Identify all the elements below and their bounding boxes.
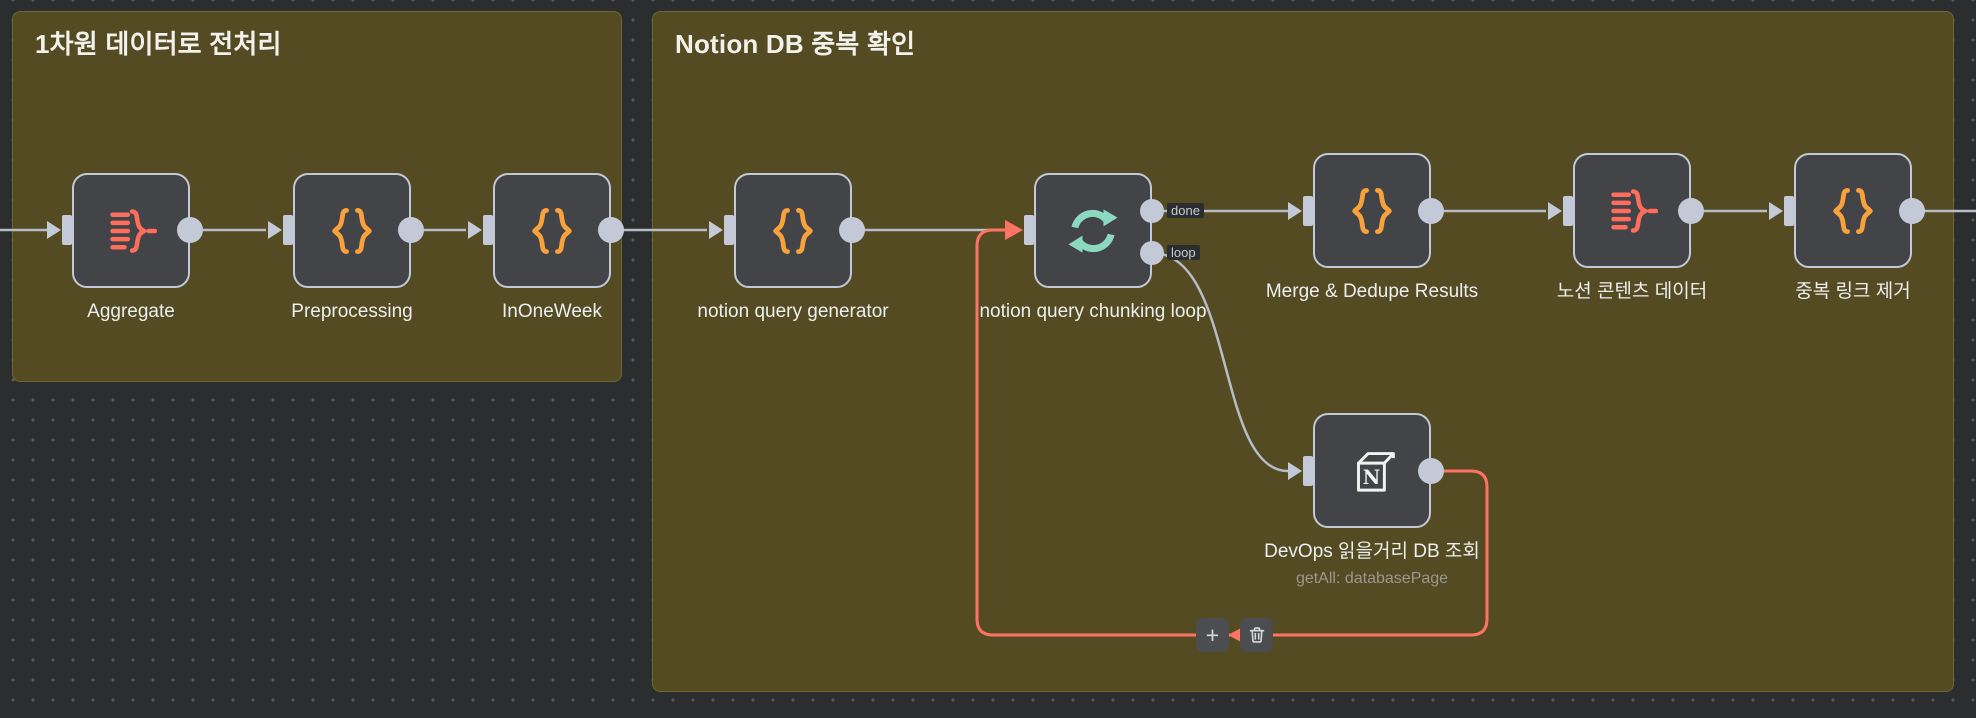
- node-merge-dedupe[interactable]: [1313, 153, 1431, 268]
- loop-icon: [1068, 208, 1118, 253]
- code-icon: [773, 207, 813, 254]
- plus-icon: +: [1205, 621, 1220, 648]
- input-port-inoneweek[interactable]: [483, 215, 493, 245]
- node-inoneweek[interactable]: [493, 173, 611, 288]
- input-port-notion-content-data[interactable]: [1563, 196, 1573, 226]
- output-port-preprocessing[interactable]: [398, 217, 424, 243]
- notion-icon: N: [1357, 451, 1395, 492]
- input-port-merge-dedupe[interactable]: [1303, 196, 1313, 226]
- input-arrow-icon: [1288, 462, 1302, 480]
- node-label-aggregate: Aggregate: [87, 301, 175, 322]
- node-preprocessing[interactable]: [293, 173, 411, 288]
- trash-icon: [1249, 627, 1264, 643]
- output-label-done: done: [1167, 203, 1204, 218]
- node-label-notion-db-query: DevOps 읽을거리 DB 조회 getAll: databasePage: [1264, 539, 1480, 589]
- input-arrow-icon: [1548, 202, 1562, 220]
- aggregate-icon: [110, 208, 157, 253]
- node-dedupe-link[interactable]: [1794, 153, 1912, 268]
- delete-connection-button[interactable]: [1240, 618, 1273, 652]
- input-port-query-generator[interactable]: [724, 215, 734, 245]
- input-arrow-icon: [268, 221, 282, 239]
- node-label-merge-dedupe: Merge & Dedupe Results: [1265, 281, 1479, 302]
- input-arrow-icon: [468, 221, 482, 239]
- node-label-inoneweek: InOneWeek: [502, 301, 602, 322]
- connection-loop-notion[interactable]: [1151, 251, 1289, 473]
- input-port-preprocessing[interactable]: [283, 215, 293, 245]
- loopback-direction-arrow-icon: [1228, 627, 1242, 643]
- node-operation-subtitle: getAll: databasePage: [1295, 570, 1449, 587]
- node-query-generator[interactable]: [734, 173, 852, 288]
- node-title: DevOps 읽을거리 DB 조회: [1264, 541, 1480, 562]
- input-arrow-icon: [709, 221, 723, 239]
- node-label-notion-content-data: 노션 콘텐츠 데이터: [1556, 281, 1708, 302]
- node-label-dedupe-link: 중복 링크 제거: [1795, 281, 1911, 302]
- code-icon: [1833, 187, 1873, 234]
- input-port-aggregate[interactable]: [62, 215, 72, 245]
- input-arrow-icon: [47, 221, 61, 239]
- output-port-loop-done[interactable]: [1140, 199, 1164, 223]
- code-icon: [1352, 187, 1392, 234]
- input-port-dedupe-link[interactable]: [1784, 196, 1794, 226]
- svg-text:N: N: [1363, 465, 1380, 488]
- node-notion-db-query[interactable]: N: [1313, 413, 1431, 528]
- sticky-title: 1차원 데이터로 전처리: [35, 29, 282, 59]
- output-port-loop-loop[interactable]: [1140, 241, 1164, 265]
- code-icon: [532, 207, 572, 254]
- input-port-notion-db-query[interactable]: [1303, 456, 1313, 486]
- output-port-query-generator[interactable]: [839, 217, 865, 243]
- input-port-chunking-loop[interactable]: [1024, 215, 1034, 245]
- node-label-query-generator: notion query generator: [697, 301, 889, 322]
- aggregate-icon: [1611, 188, 1658, 233]
- output-port-notion-db-query[interactable]: [1418, 458, 1444, 484]
- add-node-on-connection-button[interactable]: +: [1196, 618, 1229, 652]
- output-port-dedupe-link[interactable]: [1899, 198, 1925, 224]
- node-aggregate[interactable]: [72, 173, 190, 288]
- output-port-merge-dedupe[interactable]: [1418, 198, 1444, 224]
- node-label-preprocessing: Preprocessing: [291, 301, 413, 322]
- input-arrow-icon: [1769, 202, 1783, 220]
- node-label-chunking-loop: notion query chunking loop: [979, 301, 1207, 322]
- sticky-note-notion-dedupe-group[interactable]: Notion DB 중복 확인: [652, 11, 1954, 692]
- node-chunking-loop[interactable]: [1034, 173, 1152, 288]
- output-port-notion-content-data[interactable]: [1678, 198, 1704, 224]
- output-label-loop: loop: [1167, 245, 1200, 260]
- output-port-inoneweek[interactable]: [598, 217, 624, 243]
- loopback-input-arrow-icon: [1005, 220, 1023, 240]
- sticky-title: Notion DB 중복 확인: [675, 29, 916, 59]
- input-arrow-icon: [1288, 202, 1302, 220]
- output-port-aggregate[interactable]: [177, 217, 203, 243]
- code-icon: [332, 207, 372, 254]
